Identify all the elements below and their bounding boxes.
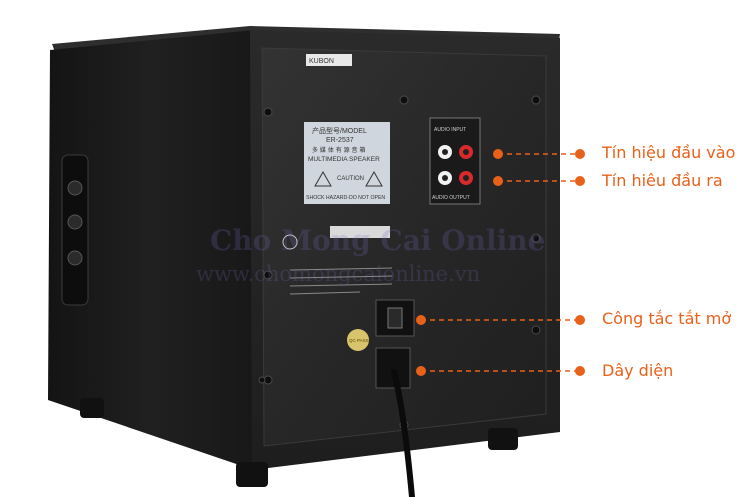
certification-mark-icon bbox=[282, 234, 298, 250]
manufacturer-fine-print bbox=[289, 267, 393, 295]
cabinet-side bbox=[48, 30, 254, 470]
audio-input-jacks bbox=[438, 145, 473, 159]
callout-dots bbox=[416, 149, 585, 376]
serial-sticker bbox=[330, 226, 390, 238]
qc-pass-text: QC PASS bbox=[349, 338, 369, 343]
side-control-strip bbox=[61, 154, 89, 306]
model-label bbox=[304, 122, 390, 204]
product-type-cn: 多 媒 体 有 源 音 箱 bbox=[312, 146, 365, 154]
product-type-en: MULTIMEDIA SPEAKER bbox=[308, 156, 380, 163]
audio-output-jacks bbox=[438, 171, 473, 185]
caution-text: CAUTION bbox=[337, 176, 364, 182]
callout-leaders bbox=[421, 153, 580, 372]
qc-pass-sticker bbox=[347, 329, 369, 351]
callout-output-signal: Tín hiêu đầu ra bbox=[602, 171, 723, 190]
power-cord bbox=[391, 369, 415, 497]
side-knob-3 bbox=[67, 250, 83, 266]
warning-triangle-icon bbox=[314, 170, 332, 187]
model-number: ER-2537 bbox=[326, 137, 354, 144]
foot-left bbox=[80, 398, 104, 418]
foot-front bbox=[236, 462, 268, 487]
side-knob-1 bbox=[67, 180, 83, 196]
brand-sticker-text: KUBON bbox=[309, 58, 334, 65]
callout-input-signal: Tín hiệu đầu vào bbox=[602, 143, 736, 162]
callout-power-cord: Dây diện bbox=[602, 361, 674, 380]
audio-io-plate bbox=[429, 117, 481, 205]
model-title: 产品型号/MODEL bbox=[312, 126, 367, 135]
brand-sticker bbox=[306, 54, 352, 66]
foot-right bbox=[488, 428, 518, 450]
audio-input-label: AUDIO INPUT bbox=[434, 127, 466, 133]
shock-warning-text: SHOCK HAZARD-DO NOT OPEN bbox=[306, 195, 385, 201]
watermark-title: Cho Mong Cai Online bbox=[210, 224, 546, 257]
power-cord-inlet bbox=[375, 347, 411, 389]
side-knob-2 bbox=[67, 214, 83, 230]
callout-power-switch: Công tắc tắt mở bbox=[602, 309, 732, 328]
power-switch bbox=[387, 307, 403, 329]
audio-output-label: AUDIO OUTPUT bbox=[432, 195, 470, 201]
cabinet-top bbox=[52, 26, 560, 60]
watermark-url: www.chomongcaionline.vn bbox=[196, 262, 481, 286]
warning-triangle-icon-2 bbox=[365, 170, 383, 187]
